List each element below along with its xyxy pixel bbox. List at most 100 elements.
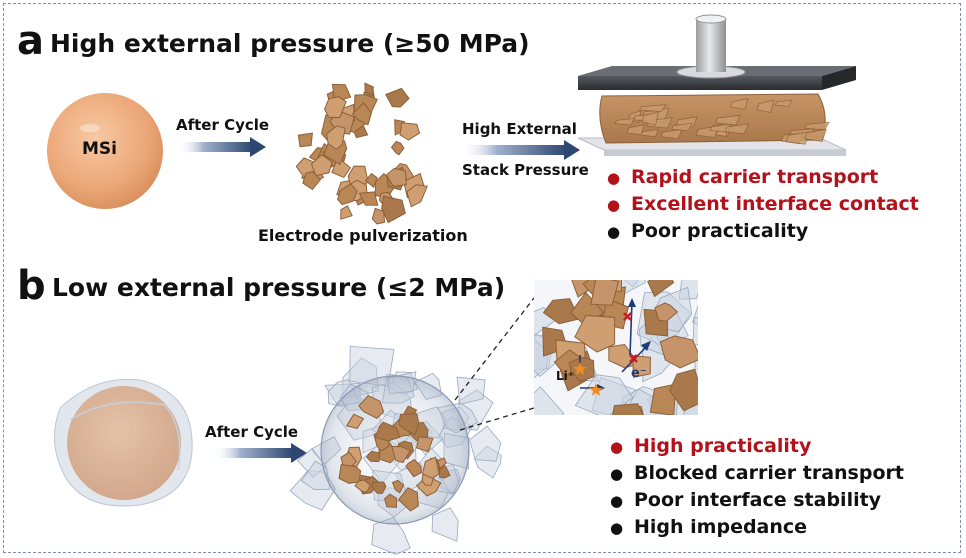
fragment [598, 280, 601, 281]
fragment [384, 493, 398, 508]
fragment [654, 302, 679, 322]
fragment [381, 195, 406, 224]
fragment [422, 456, 440, 479]
bullet-item: Poor interface stability [610, 487, 904, 514]
fragment [534, 386, 565, 415]
fragment [406, 184, 428, 208]
zoom-line [454, 297, 535, 401]
bullet-item: Rapid carrier transport [607, 164, 919, 191]
cake-fragment [774, 99, 793, 107]
fragment [385, 167, 407, 187]
cake-fragment [785, 131, 810, 145]
fragment [590, 280, 620, 306]
cake-fragment [715, 114, 741, 126]
dashed-border [3, 3, 961, 553]
pulverization-caption: Electrode pulverization [258, 226, 468, 245]
press-assembly [577, 14, 856, 156]
after-cycle-label-b: After Cycle [205, 423, 299, 441]
zoom-inset [493, 280, 746, 415]
fragment [351, 102, 373, 126]
after-cycle-label-a: After Cycle [176, 116, 270, 134]
msi-label: MSi [82, 139, 117, 159]
fragment [469, 425, 502, 462]
fragment [656, 280, 657, 281]
bullet-item: Blocked carrier transport [610, 460, 904, 487]
encapsulated-fragments [289, 345, 502, 555]
fragment [371, 207, 386, 225]
msi-particle [47, 93, 163, 209]
cake-fragment [638, 104, 667, 113]
coated-particle [53, 378, 193, 507]
cake-fragment [626, 124, 645, 136]
panel-a-title: High external pressure (≥50 MPa) [50, 29, 530, 58]
li-ion-marks [573, 362, 603, 396]
bullet-item: High practicality [610, 433, 904, 460]
cake-fragment [641, 111, 659, 126]
fragment [297, 132, 313, 148]
cake-fragment [730, 98, 749, 110]
panel-a-letter: a [17, 18, 44, 64]
cake-fragment [724, 123, 750, 135]
fragment [438, 464, 451, 479]
fragment [364, 82, 374, 97]
cake-fragment [756, 99, 775, 113]
cake-fragment [670, 122, 693, 132]
fragment [693, 349, 698, 384]
fragment [415, 436, 434, 453]
pulverized-fragments [295, 82, 428, 225]
fragment [397, 487, 419, 512]
panel-b-letter: b [17, 263, 46, 309]
bullet-item: Excellent interface contact [607, 191, 919, 218]
fragment [340, 205, 353, 220]
fragment [337, 183, 358, 206]
fragment [326, 125, 346, 151]
fragment [364, 172, 378, 189]
inset-e-label: e⁻ [631, 366, 647, 381]
fragment [699, 348, 746, 382]
fragment [391, 479, 405, 494]
fragment [365, 450, 381, 463]
fragment [358, 394, 385, 420]
fragment [358, 191, 379, 206]
fragment [385, 87, 410, 108]
fragment [612, 403, 644, 415]
panel-a-bullets: Rapid carrier transportExcellent interfa… [607, 164, 919, 245]
stack-pressure-label-2: Stack Pressure [462, 161, 589, 179]
fragment [302, 170, 322, 191]
fragment [649, 383, 677, 415]
fragment [431, 507, 459, 542]
cake-fragment [804, 128, 827, 142]
fragment [575, 280, 594, 285]
fragment [391, 445, 411, 464]
fragment [399, 122, 421, 141]
bullet-item: High impedance [610, 514, 904, 541]
cake-fragment [614, 118, 636, 126]
fragment [647, 280, 675, 298]
fragment [338, 463, 362, 484]
fragment [405, 458, 423, 478]
zoom-line [459, 407, 535, 431]
after-cycle-arrow-a [178, 137, 266, 157]
fragment [574, 314, 616, 353]
panel-b-bullets: High practicalityBlocked carrier transpo… [610, 433, 904, 541]
stack-pressure-arrow [460, 140, 580, 160]
fragment [324, 96, 347, 119]
bullet-item: Poor practicality [607, 218, 919, 245]
blocked-marks [623, 312, 638, 363]
fragment [374, 421, 401, 442]
fragment [456, 376, 486, 405]
fragment [398, 413, 420, 436]
fragment [692, 316, 698, 346]
after-cycle-arrow-b [213, 443, 307, 463]
fragment [345, 413, 365, 429]
fragment [390, 140, 405, 156]
fragment [669, 368, 698, 412]
fragment [493, 320, 528, 351]
fragment [310, 153, 333, 177]
fragment [371, 481, 387, 494]
panel-b-title: Low external pressure (≤2 MPa) [52, 273, 506, 302]
inset-li-label: Li⁺ [556, 369, 575, 383]
fragment [659, 335, 698, 369]
